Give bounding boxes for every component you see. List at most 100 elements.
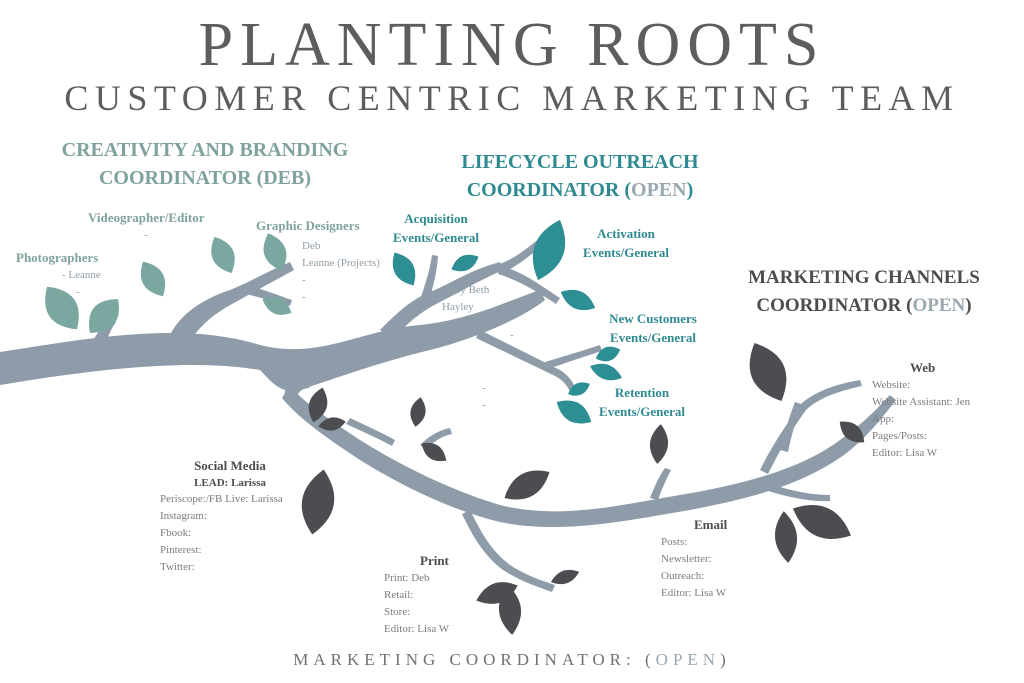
leaf-activation	[532, 219, 566, 281]
leaf-social	[318, 417, 346, 431]
branch-email-twig	[650, 468, 671, 500]
leaf-social	[308, 387, 328, 423]
leaf-web	[749, 342, 787, 402]
leaf-retention	[556, 400, 592, 424]
activation-line1: Activation	[597, 226, 655, 241]
new-customers-line2: Events/General	[610, 330, 696, 345]
new-customers-member: -	[482, 382, 486, 394]
leaf-new-customers	[590, 363, 622, 381]
activation-members: - -	[510, 310, 514, 344]
email-item: Outreach:	[661, 570, 705, 582]
web-item: App:	[872, 413, 894, 425]
leaf-social-large	[301, 469, 335, 535]
videographer-label: Videographer/Editor	[88, 210, 205, 225]
lifecycle-open-badge: OPEN	[631, 179, 687, 201]
web-item: Editor: Lisa W	[872, 447, 938, 459]
channels-open-badge: OPEN	[912, 295, 966, 316]
new-customers-label: New Customers Events/General	[598, 309, 708, 347]
social-media-item: Periscope:/FB Live: Larissa	[160, 493, 283, 505]
branch-activation	[500, 238, 544, 272]
photographers-label: Photographers	[16, 250, 99, 265]
leaf-graphic	[262, 297, 292, 315]
new-customers-members: - -	[482, 380, 486, 414]
leaf-photographers	[89, 299, 119, 333]
graphic-designers-label: Graphic Designers	[256, 218, 360, 233]
branch-activation-2	[498, 266, 560, 304]
graphic-designer-member: Leanne (Projects)	[302, 257, 380, 269]
graphic-designers-group: Graphic Designers Deb Leanne (Projects) …	[256, 216, 380, 306]
leaf-graphic	[263, 233, 287, 271]
creativity-heading-line2: COORDINATOR (DEB)	[98, 167, 312, 189]
channels-heading-line2: COORDINATOR (OPEN)	[724, 292, 1004, 320]
leaf-web-small	[839, 421, 865, 443]
email-item: Newsletter:	[661, 553, 712, 565]
page-title: PLANTING ROOTS	[198, 11, 826, 79]
social-media-item: Twitter:	[160, 561, 195, 573]
main-branch	[0, 290, 545, 391]
branch-creative	[170, 262, 294, 345]
new-customers-member: -	[482, 399, 486, 411]
creativity-heading: CREATIVITY AND BRANDING COORDINATOR (DEB…	[20, 136, 390, 192]
photographers-member: -	[76, 286, 80, 298]
social-media-group: Social Media LEAD: Larissa Periscope:/FB…	[160, 456, 300, 576]
social-media-label: Social Media	[194, 458, 266, 473]
social-media-lead: LEAD: Larissa	[194, 477, 266, 489]
lifecycle-heading: LIFECYCLE OUTREACH COORDINATOR (OPEN)	[430, 148, 730, 204]
acquisition-line2: Events/General	[393, 230, 479, 245]
activation-label: Activation Events/General	[566, 224, 686, 262]
web-item: Pages/Posts:	[872, 430, 928, 442]
web-group: Web Website: Website Assistant: Jen App:…	[872, 358, 970, 462]
activation-line2: Events/General	[583, 245, 669, 260]
web-item: Website Assistant: Jen	[872, 396, 971, 408]
channels-heading-suffix: )	[965, 295, 972, 316]
leaf-lower-right	[775, 511, 797, 563]
channels-heading-line1: MARKETING CHANNELS	[748, 267, 980, 288]
leaf-print-small	[550, 569, 580, 585]
footer-suffix: )	[720, 650, 731, 669]
activation-member: -	[510, 312, 514, 324]
email-label: Email	[694, 517, 728, 532]
acquisition-members: Mary Beth Hayley	[442, 282, 489, 316]
print-item: Retail:	[384, 589, 414, 601]
leaf-new-customers	[595, 346, 621, 362]
social-media-item: Pinterest:	[160, 544, 202, 556]
footer-marketing-coordinator: MARKETING COORDINATOR: (OPEN)	[0, 650, 1024, 670]
footer-open-badge: OPEN	[655, 650, 721, 669]
email-item: Editor: Lisa W	[661, 587, 727, 599]
lifecycle-heading-prefix: COORDINATOR (	[466, 179, 632, 201]
branch-retention	[476, 330, 578, 396]
web-label: Web	[910, 360, 936, 375]
leaf-photographers	[45, 286, 79, 330]
branch-acquisition	[420, 255, 438, 302]
leaf-acquisition	[392, 252, 416, 286]
videographer-member: -	[144, 229, 148, 241]
acquisition-member: Hayley	[442, 301, 474, 313]
retention-line2: Events/General	[599, 404, 685, 419]
branch-social-twig	[346, 418, 395, 446]
leaf-videographer	[140, 261, 166, 297]
acquisition-member: Mary Beth	[442, 284, 490, 296]
leaf-videographer	[211, 236, 235, 274]
channels-heading: MARKETING CHANNELS COORDINATOR (OPEN)	[724, 264, 1004, 320]
branch-web-2	[780, 402, 801, 452]
photographers-group: Photographers - Leanne -	[16, 248, 101, 301]
retention-line1: Retention	[614, 385, 670, 400]
branch-print	[462, 510, 555, 592]
graphic-designer-member: Deb	[302, 240, 321, 252]
print-item: Editor: Lisa W	[384, 623, 450, 635]
leaf-print	[499, 585, 521, 635]
print-item: Store:	[384, 606, 411, 618]
leaf-mid	[421, 442, 447, 462]
print-label: Print	[420, 553, 449, 568]
page-subtitle: CUSTOMER CENTRIC MARKETING TEAM	[64, 78, 960, 118]
leaf-lower-right	[792, 505, 852, 539]
lifecycle-heading-line1: LIFECYCLE OUTREACH	[461, 151, 699, 173]
leaf-mid-large	[504, 470, 550, 500]
social-media-item: Instagram:	[160, 510, 208, 522]
social-media-item: Fbook:	[160, 527, 192, 539]
creativity-heading-line1: CREATIVITY AND BRANDING	[61, 139, 349, 161]
leaf-mid	[410, 397, 426, 427]
new-customers-line1: New Customers	[609, 311, 697, 326]
leaf-email	[650, 424, 668, 464]
lower-branch-stub	[284, 380, 310, 402]
